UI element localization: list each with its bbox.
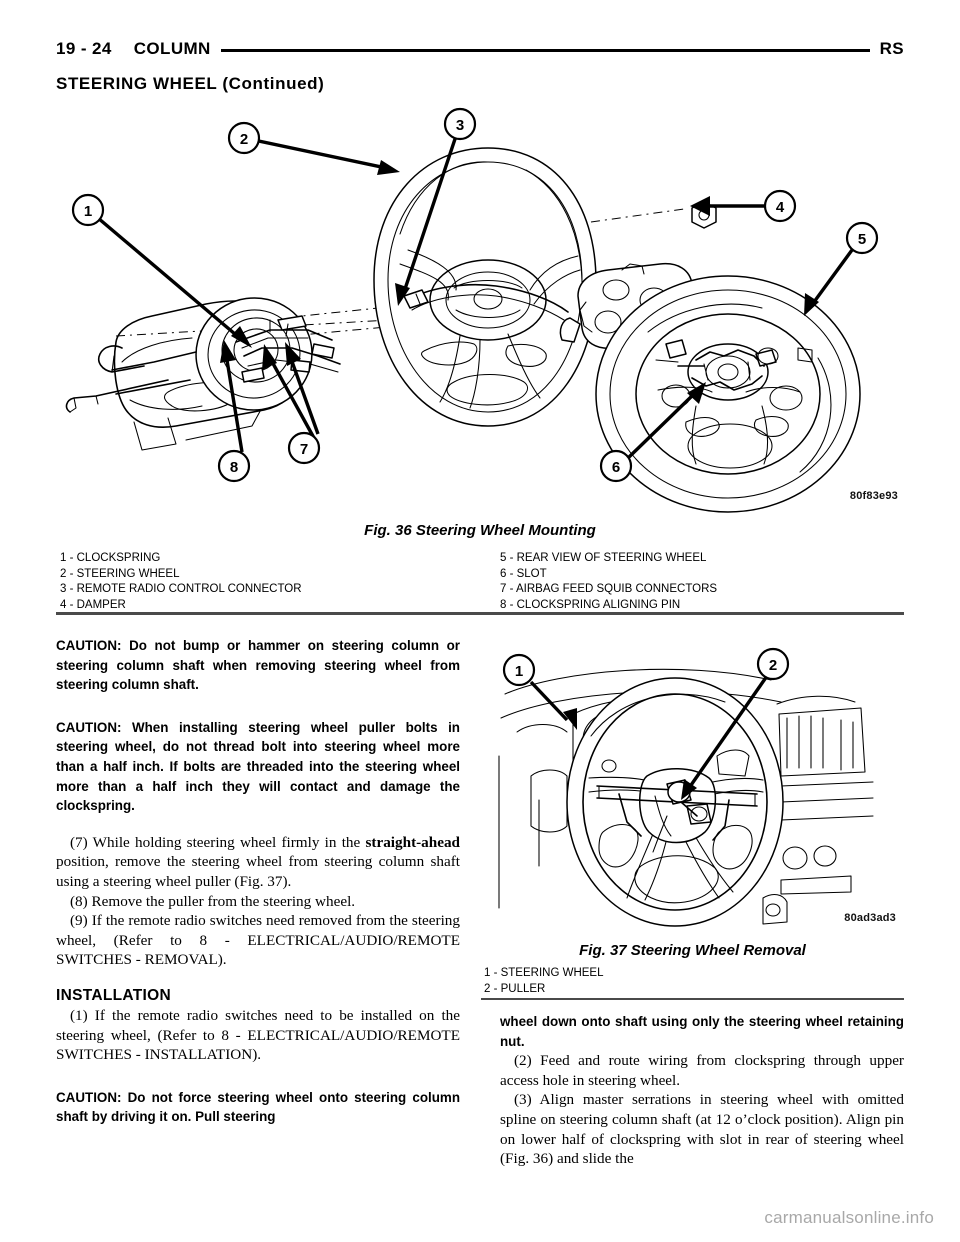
step-9: (9) If the remote radio switches need re… <box>56 912 460 969</box>
spacer <box>56 1065 460 1088</box>
fig36-caption: Fig. 36 Steering Wheel Mounting <box>364 522 596 539</box>
install-step-1: (1) If the remote radio switches need to… <box>56 1006 460 1064</box>
figure-37-illustration: 1 2 80ad3ad3 <box>481 636 904 936</box>
svg-text:1: 1 <box>515 663 523 680</box>
spacer <box>56 970 460 987</box>
install-step-3: (3) Align master serrations in steering … <box>500 1091 904 1168</box>
legend-item: 1 - STEERING WHEEL <box>484 967 604 979</box>
book-code: RS <box>879 39 904 58</box>
caution-do-not-force: CAUTION: Do not force steering wheel ont… <box>56 1089 460 1125</box>
fig36-callout-3: 3 <box>443 107 477 141</box>
svg-text:6: 6 <box>612 459 620 476</box>
fig36-callout-7: 7 <box>287 431 321 465</box>
left-text-column: CAUTION: Do not bump or hammer on steeri… <box>56 636 460 1127</box>
sub-heading: STEERING WHEEL (Continued) <box>56 74 325 93</box>
installation-heading: INSTALLATION <box>56 986 171 1004</box>
fig36-legend-right: 5 - REAR VIEW OF STEERING WHEEL 6 - SLOT… <box>500 551 910 613</box>
svg-text:7: 7 <box>300 441 308 458</box>
caution-no-hammer: CAUTION: Do not bump or hammer on steeri… <box>56 638 460 693</box>
header-rule <box>220 48 870 52</box>
fig37-image-id: 80ad3ad3 <box>844 912 896 924</box>
install-step-2: (2) Feed and route wiring from clockspri… <box>500 1052 904 1089</box>
fig36-callout-5: 5 <box>845 221 879 255</box>
steering-wheel-rear-view <box>595 275 861 513</box>
fig36-separator-rule <box>56 612 904 615</box>
step-7-part-a: (7) While holding steering wheel firmly … <box>70 833 366 851</box>
fig36-leader-lines <box>96 135 854 460</box>
steering-wheel-with-puller <box>566 677 784 927</box>
fig37-legend: 1 - STEERING WHEEL 2 - PULLER <box>484 966 884 997</box>
figure-36-illustration: 1 2 3 4 5 6 7 <box>56 104 904 514</box>
legend-item: 4 - DAMPER <box>60 598 126 611</box>
fig37-leader-lines <box>529 675 769 800</box>
step-7-emphasis: straight-ahead <box>365 833 461 851</box>
fig36-legend-left: 1 - CLOCKSPRING 2 - STEERING WHEEL 3 - R… <box>60 551 490 613</box>
fig36-callout-4: 4 <box>763 189 797 223</box>
svg-text:5: 5 <box>858 231 866 248</box>
fig36-image-id: 80f83e93 <box>849 490 898 502</box>
fig37-caption: Fig. 37 Steering Wheel Removal <box>579 942 806 959</box>
fig36-callout-6: 6 <box>599 449 633 483</box>
legend-item: 2 - STEERING WHEEL <box>60 567 180 580</box>
spacer <box>56 816 460 833</box>
legend-item: 3 - REMOTE RADIO CONTROL CONNECTOR <box>60 583 302 595</box>
fig36-callout-1: 1 <box>71 193 105 227</box>
legend-item: 2 - PULLER <box>484 982 546 995</box>
fig37-callout-2: 2 <box>756 647 790 681</box>
fig37-separator-rule <box>481 998 904 1000</box>
step-7: (7) While holding steering wheel firmly … <box>56 833 460 892</box>
svg-text:8: 8 <box>230 459 238 476</box>
fig37-callout-1: 1 <box>502 653 536 687</box>
svg-text:4: 4 <box>776 199 785 216</box>
fig36-svg: 1 2 3 4 5 6 7 <box>65 107 879 513</box>
legend-item: 5 - REAR VIEW OF STEERING WHEEL <box>500 552 707 564</box>
instrument-panel <box>498 668 874 925</box>
svg-text:2: 2 <box>240 131 248 148</box>
legend-item: 7 - AIRBAG FEED SQUIB CONNECTORS <box>500 583 718 595</box>
spacer <box>56 695 460 718</box>
svg-text:2: 2 <box>769 657 777 674</box>
running-header: 19 - 24 COLUMN RS <box>56 36 904 62</box>
section-title: COLUMN <box>133 39 211 58</box>
fig36-callout-2: 2 <box>227 121 261 155</box>
site-watermark: carmanualsonline.info <box>764 1208 934 1227</box>
caution-do-not-force-continued: wheel down onto shaft using only the ste… <box>500 1014 904 1049</box>
right-text-column: wheel down onto shaft using only the ste… <box>500 1012 904 1169</box>
svg-text:3: 3 <box>456 117 464 134</box>
step-8: (8) Remove the puller from the steering … <box>70 892 356 910</box>
svg-text:1: 1 <box>84 203 92 220</box>
legend-item: 1 - CLOCKSPRING <box>60 552 161 564</box>
page-number: 19 - 24 <box>56 39 112 58</box>
fig36-callout-8: 8 <box>217 449 251 483</box>
legend-item: 8 - CLOCKSPRING ALIGNING PIN <box>500 598 681 611</box>
legend-item: 6 - SLOT <box>500 567 547 580</box>
step-7-part-b: position, remove the steering wheel from… <box>56 853 460 890</box>
caution-puller-bolts: CAUTION: When installing steering wheel … <box>56 719 460 814</box>
fig37-svg: 1 2 <box>498 647 874 927</box>
